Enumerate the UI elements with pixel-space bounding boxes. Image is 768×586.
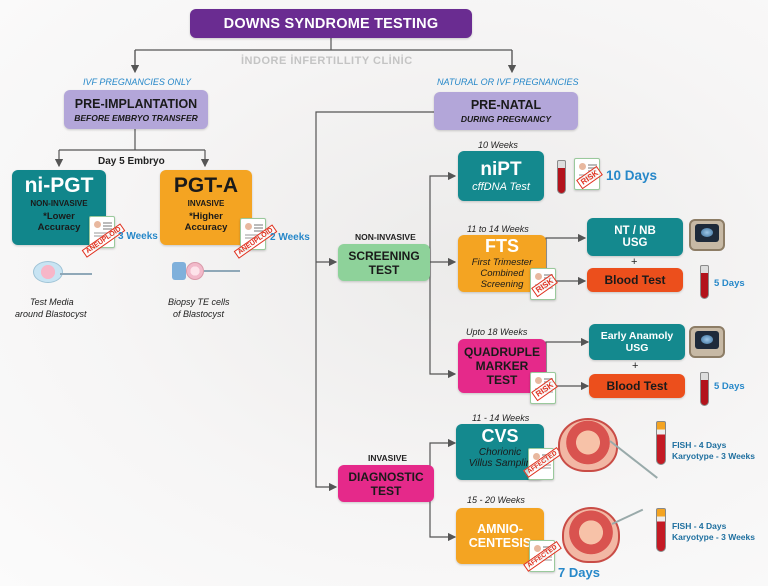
cvs-sub2: Villus Samplin bbox=[468, 458, 532, 469]
amnio-time: 7 Days bbox=[558, 565, 600, 580]
biopsy-pipette-icon bbox=[172, 262, 186, 280]
pre-implantation-title: PRE-IMPLANTATION bbox=[74, 96, 198, 111]
sample-tube-icon bbox=[656, 421, 666, 465]
biopsy-needle-icon bbox=[204, 270, 240, 272]
quad-plus: + bbox=[632, 360, 639, 372]
amnio-karyotype: Karyotype - 3 Weeks bbox=[672, 532, 755, 542]
cvs-title: CVS bbox=[481, 426, 519, 446]
nt-nb-usg-title2: USG bbox=[622, 237, 648, 249]
pgt-a-caption1: Biopsy TE cells bbox=[168, 297, 230, 307]
ni-pgt-type: NON-INVASIVE bbox=[30, 199, 88, 208]
fts-blood-test-box: Blood Test bbox=[587, 268, 683, 292]
blood-tube-icon bbox=[557, 160, 566, 194]
pgt-a-caption2: of Blastocyst bbox=[173, 309, 225, 319]
natural-ivf-caption: NATURAL OR IVF PREGNANCIES bbox=[437, 77, 579, 87]
ni-pgt-note2: Accuracy bbox=[37, 222, 81, 233]
pre-implantation-subtitle: BEFORE EMBRYO TRANSFER bbox=[74, 112, 198, 123]
fts-plus: + bbox=[631, 256, 638, 268]
nipt-title: niPT bbox=[480, 159, 522, 180]
non-invasive-label: NON-INVASIVE bbox=[355, 232, 416, 242]
ni-pgt-note1: *Lower bbox=[43, 211, 75, 222]
screening-title1: SCREENING bbox=[348, 248, 420, 263]
main-title-box: DOWNS SYNDROME TESTING bbox=[190, 9, 472, 38]
pgt-a-type: INVASIVE bbox=[187, 199, 225, 208]
ni-pgt-time: 3 Weeks bbox=[118, 231, 158, 242]
ni-pgt-caption1: Test Media bbox=[30, 297, 74, 307]
fts-blood-test-label: Blood Test bbox=[604, 273, 666, 287]
pgt-a-note2: Accuracy bbox=[184, 222, 228, 233]
pipette-icon bbox=[60, 273, 92, 275]
quad-blood-test-box: Blood Test bbox=[589, 374, 685, 398]
screening-title2: TEST bbox=[368, 262, 400, 277]
clinic-watermark: İNDORE İNFERTILLITY CLİNİC bbox=[241, 55, 413, 67]
pgt-a-box: PGT-A INVASIVE *Higher Accuracy bbox=[160, 170, 252, 245]
nipt-weeks: 10 Weeks bbox=[478, 140, 518, 150]
nt-nb-usg-title1: NT / NB bbox=[614, 225, 656, 237]
quad-blood-test-label: Blood Test bbox=[606, 379, 668, 393]
diagnostic-title2: TEST bbox=[370, 483, 402, 498]
fts-title: FTS bbox=[485, 236, 519, 256]
ni-pgt-caption2: around Blastocyst bbox=[15, 309, 87, 319]
diagnostic-test-box: DIAGNOSTIC TEST bbox=[338, 465, 434, 502]
amnio-title1: AMNIO- bbox=[477, 522, 523, 536]
pgt-a-note1: *Higher bbox=[189, 211, 223, 222]
nipt-box: niPT cffDNA Test bbox=[458, 151, 544, 201]
quad-weeks: Upto 18 Weeks bbox=[466, 327, 528, 337]
quad-title3: TEST bbox=[486, 373, 518, 387]
fts-sub3: Screening bbox=[480, 279, 524, 290]
quad-time: 5 Days bbox=[714, 381, 745, 392]
amnio-fish: FISH - 4 Days bbox=[672, 521, 727, 531]
blastocyst-icon bbox=[186, 262, 204, 280]
invasive-label: INVASIVE bbox=[368, 453, 408, 463]
uterus-cvs-icon bbox=[558, 418, 618, 472]
cvs-sub1: Chorionic bbox=[478, 447, 522, 458]
ivf-only-caption: IVF PREGNANCIES ONLY bbox=[83, 77, 192, 87]
fts-time: 5 Days bbox=[714, 278, 745, 289]
fts-weeks: 11 to 14 Weeks bbox=[467, 224, 529, 234]
fts-sub1: First Trimester bbox=[471, 257, 533, 268]
blood-tube-icon bbox=[700, 265, 709, 299]
cvs-fish: FISH - 4 Days bbox=[672, 440, 727, 450]
pre-natal-title: PRE-NATAL bbox=[470, 98, 542, 112]
ultrasound-monitor-icon bbox=[689, 326, 725, 358]
blastocyst-dish-icon bbox=[33, 261, 63, 283]
amnio-weeks: 15 - 20 Weeks bbox=[467, 495, 525, 505]
uterus-fetus-icon bbox=[562, 507, 620, 563]
blood-tube-icon bbox=[700, 372, 709, 406]
amnio-title2: CENTESIS bbox=[468, 536, 532, 550]
pre-natal-box: PRE-NATAL DURING PREGNANCY bbox=[434, 92, 578, 130]
nipt-subtitle: cffDNA Test bbox=[472, 181, 530, 193]
nt-nb-usg-box: NT / NB USG bbox=[587, 218, 683, 256]
sample-tube-icon bbox=[656, 508, 666, 552]
amnio-box: AMNIO- CENTESIS bbox=[456, 508, 544, 564]
pre-natal-subtitle: DURING PREGNANCY bbox=[460, 114, 552, 124]
ultrasound-monitor-icon bbox=[689, 219, 725, 251]
early-anomaly-title2: USG bbox=[625, 342, 649, 354]
cvs-weeks: 11 - 14 Weeks bbox=[472, 413, 530, 423]
ni-pgt-title: ni-PGT bbox=[24, 174, 94, 197]
fts-sub2: Combined bbox=[480, 268, 524, 279]
diagnostic-title1: DIAGNOSTIC bbox=[348, 469, 424, 484]
quad-title1: QUADRUPLE bbox=[463, 345, 540, 359]
screening-test-box: SCREENING TEST bbox=[338, 244, 430, 281]
pgt-a-time: 2 Weeks bbox=[270, 232, 310, 243]
nipt-time: 10 Days bbox=[606, 168, 658, 183]
main-title: DOWNS SYNDROME TESTING bbox=[223, 15, 439, 32]
day5-embryo-label: Day 5 Embryo bbox=[98, 156, 165, 167]
pre-implantation-box: PRE-IMPLANTATION BEFORE EMBRYO TRANSFER bbox=[64, 90, 208, 129]
cvs-karyotype: Karyotype - 3 Weeks bbox=[672, 451, 755, 461]
quad-title2: MARKER bbox=[475, 359, 529, 373]
pgt-a-title: PGT-A bbox=[173, 174, 239, 197]
early-anomaly-title1: Early Anamoly bbox=[600, 330, 674, 342]
early-anomaly-usg-box: Early Anamoly USG bbox=[589, 324, 685, 360]
